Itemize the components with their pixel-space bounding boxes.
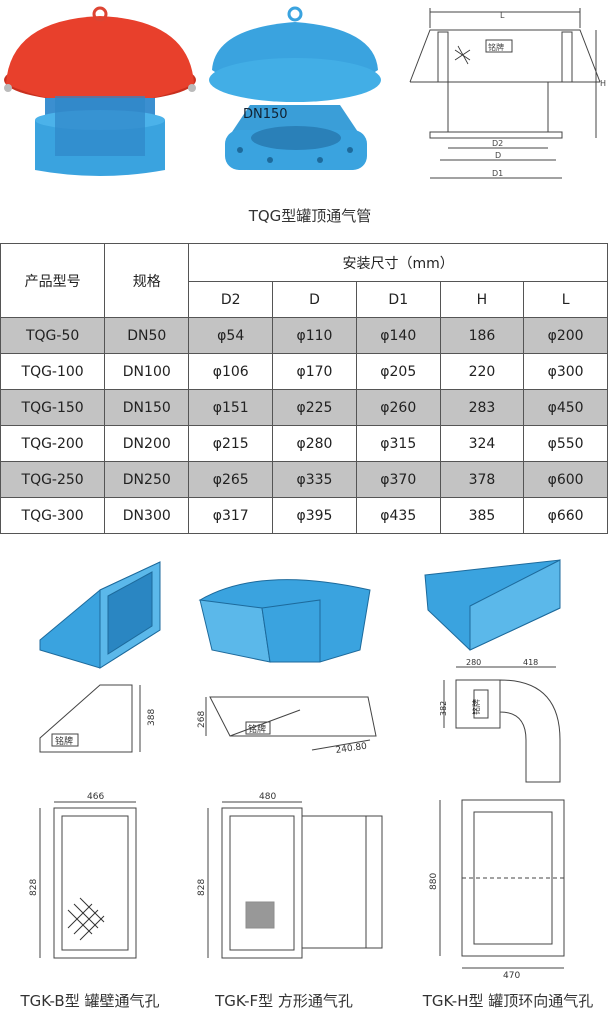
tgk-h-3d-image xyxy=(424,559,561,651)
header-l: L xyxy=(523,281,608,318)
tqg-blue-vent-image: DN150 xyxy=(209,6,381,170)
header-spec: 规格 xyxy=(104,243,190,318)
header-model: 产品型号 xyxy=(0,243,106,318)
tgk-b-3d-image xyxy=(39,561,161,669)
h-dim-height: 880 xyxy=(429,873,439,890)
h-dim-b: 418 xyxy=(523,658,538,667)
tgk-h-caption: TGK-H型 罐顶环向通气孔 xyxy=(422,992,594,1010)
header-h: H xyxy=(439,281,525,318)
tgk-f-caption: TGK-F型 方形通气孔 xyxy=(215,992,353,1010)
b-dim-height: 828 xyxy=(29,879,39,896)
dn150-label: DN150 xyxy=(243,107,288,122)
h-nameplate-label: 铭牌 xyxy=(471,699,481,715)
tqg-red-vent-image xyxy=(4,6,196,176)
tgk-h-front-drawing xyxy=(439,799,565,969)
b-nameplate-label: 铭牌 xyxy=(55,735,73,747)
tgk-b-side-drawing xyxy=(39,684,141,753)
f-dim-width: 480 xyxy=(259,792,276,802)
tgk-f-3d-image xyxy=(198,579,371,663)
header-d: D xyxy=(272,281,357,318)
b-dim-side: 388 xyxy=(147,709,157,726)
header-dims: 安装尺寸（mm） xyxy=(188,243,608,282)
svg-text:铭牌: 铭牌 xyxy=(488,42,504,52)
f-nameplate-label: 铭牌 xyxy=(248,723,266,735)
tgk-f-side-drawing xyxy=(205,696,377,751)
tqg-technical-drawing: L H D2 D D1 铭牌 xyxy=(409,8,606,179)
f-dim-side: 268 xyxy=(197,711,207,728)
tgk-f-front-drawing xyxy=(207,801,383,959)
header-d2: D2 xyxy=(188,281,274,318)
h-dim-a: 280 xyxy=(466,658,481,667)
tqg-product-photos: DN150 L H D2 D D1 铭牌 xyxy=(0,0,610,200)
f-dim-diag: 240.80 xyxy=(335,742,368,756)
tgk-b-caption: TGK-B型 罐壁通气孔 xyxy=(20,992,160,1010)
tgk-drawings: 铭牌 388 铭牌 268 240.80 280 418 382 铭牌 xyxy=(0,550,610,981)
svg-text:D1: D1 xyxy=(492,169,503,178)
header-d1: D1 xyxy=(355,281,441,318)
tqg-caption: TQG型罐顶通气管 xyxy=(248,207,372,225)
svg-text:D: D xyxy=(495,151,501,160)
b-dim-width: 466 xyxy=(87,792,104,802)
h-dim-side: 382 xyxy=(439,701,448,716)
h-dim-width: 470 xyxy=(503,971,520,980)
tgk-b-front-drawing xyxy=(39,801,137,959)
svg-text:L: L xyxy=(500,11,505,20)
svg-text:H: H xyxy=(600,79,606,88)
svg-text:D2: D2 xyxy=(492,139,503,148)
f-dim-height: 828 xyxy=(197,879,207,896)
tgk-h-side-drawing xyxy=(443,666,561,783)
